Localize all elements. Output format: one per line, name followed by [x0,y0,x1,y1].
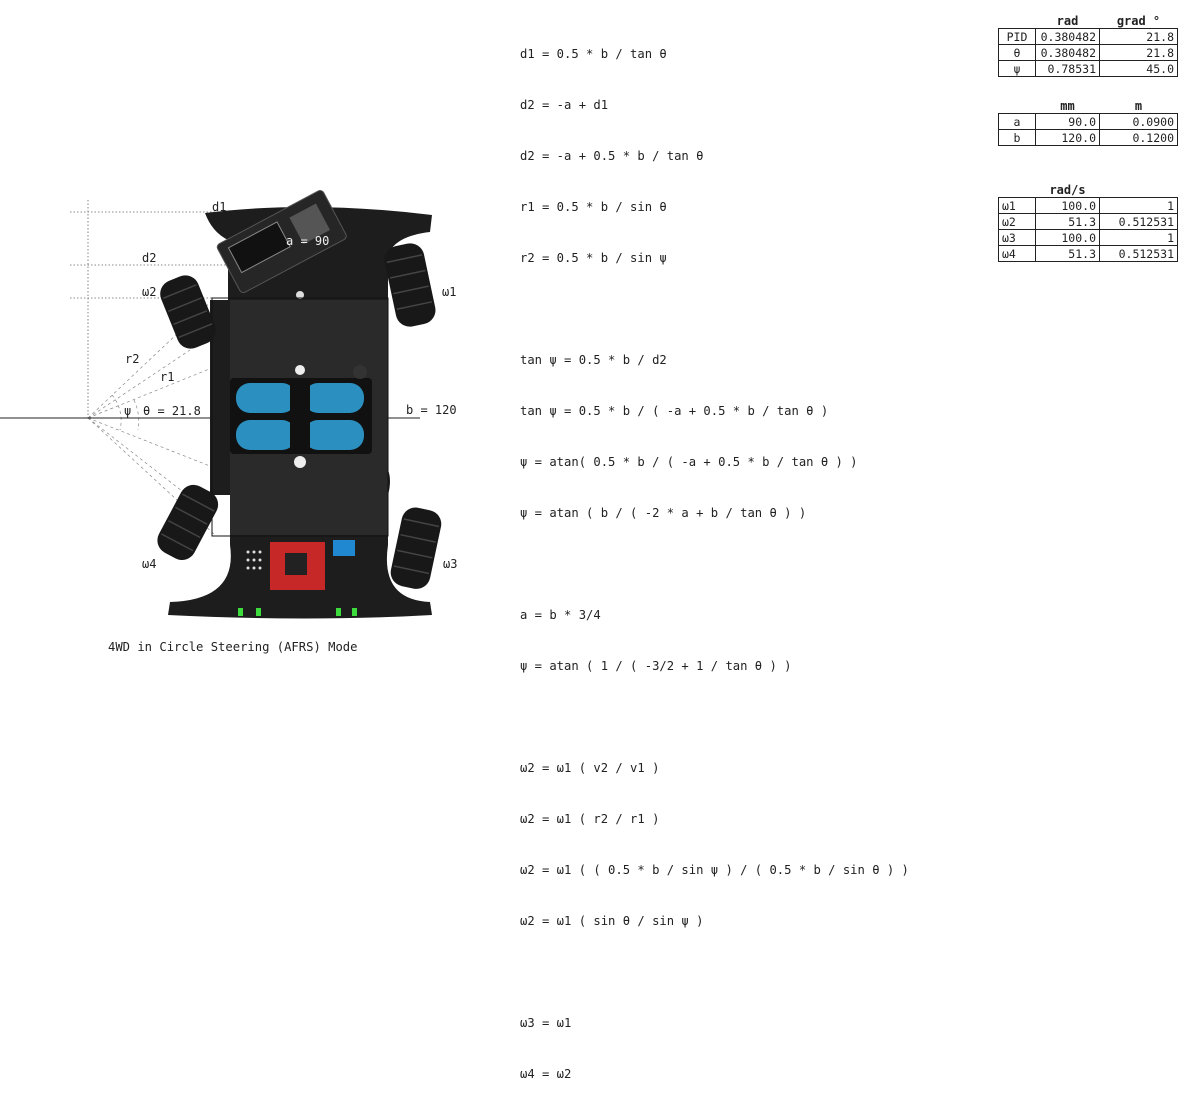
label-r1: r1 [160,370,175,384]
table-header [1100,182,1178,198]
formula-line: ω2 = ω1 ( r2 / r1 ) [520,812,660,826]
label-b: b = 120 [406,403,457,417]
table-row: ω4 51.3 0.512531 [998,245,1178,262]
wheel-w3 [390,507,442,589]
formula-line: tan ψ = 0.5 * b / ( -a + 0.5 * b / tan θ… [520,404,829,418]
table-row: ω2 51.3 0.512531 [998,213,1178,230]
label-psi: ψ [124,404,132,418]
table-row: ψ 0.78531 45.0 [998,60,1178,77]
formula-line: ω2 = ω1 ( sin θ / sin ψ ) [520,914,704,928]
formula-line [520,964,909,981]
angle-table: rad grad ° PID 0.380482 21.8 θ 0.380482 … [998,13,1178,77]
formula-line [520,709,909,726]
table-header [999,182,1036,198]
table-header: rad/s [1049,182,1086,197]
table-row: a 90.0 0.0900 [998,113,1178,130]
formula-line: ω2 = ω1 ( v2 / v1 ) [520,761,660,775]
formula-line [520,301,909,318]
formula-line: r2 = 0.5 * b / sin ψ [520,251,667,265]
guide-lines [70,200,300,418]
label-w4: ω4 [142,557,157,571]
table-row: θ 0.380482 21.8 [998,44,1178,61]
speed-table: rad/s ω1 100.0 1 ω2 51.3 0.512531 ω3 100… [998,182,1178,262]
formula-line: ψ = atan ( 1 / ( -3/2 + 1 / tan θ ) ) [520,659,792,673]
label-d2: d2 [142,251,157,265]
formula-line: d2 = -a + 0.5 * b / tan θ [520,149,704,163]
length-table: mm m a 90.0 0.0900 b 120.0 0.1200 [998,98,1178,146]
label-d1: d1 [212,200,227,214]
wheel-w1 [384,243,436,327]
wheel-w2 [160,275,216,349]
label-r2: r2 [125,352,140,366]
wheel-w4 [157,484,219,561]
formula-line: ω3 = ω1 [520,1016,572,1030]
label-theta: θ = 21.8 [143,404,201,418]
table-header: grad ° [1116,13,1161,28]
label-w2: ω2 [142,285,157,299]
table-header: m [1134,98,1143,113]
steering-diagram [0,190,442,619]
formula-line: r1 = 0.5 * b / sin θ [520,200,667,214]
table-row: b 120.0 0.1200 [998,129,1178,146]
label-w3: ω3 [443,557,458,571]
robot-chassis [168,190,432,619]
table-row: PID 0.380482 21.8 [998,28,1178,45]
formula-line: ω2 = ω1 ( ( 0.5 * b / sin ψ ) / ( 0.5 * … [520,863,909,877]
formula-line: a = b * 3/4 [520,608,601,622]
formula-line: ω4 = ω2 [520,1067,572,1081]
label-w1: ω1 [442,285,457,299]
table-row: ω1 100.0 1 [998,197,1178,214]
formula-line [520,556,909,573]
formula-block: d1 = 0.5 * b / tan θ d2 = -a + d1 d2 = -… [520,12,909,1100]
formula-line: ψ = atan ( b / ( -2 * a + b / tan θ ) ) [520,506,807,520]
table-header [999,98,1036,114]
table-header: mm [1060,98,1075,113]
formula-line: d1 = 0.5 * b / tan θ [520,47,667,61]
table-header: rad [1056,13,1079,28]
diagram-caption: 4WD in Circle Steering (AFRS) Mode [108,640,358,654]
table-header [999,13,1036,29]
formula-line: ψ = atan( 0.5 * b / ( -a + 0.5 * b / tan… [520,455,858,469]
label-a: a = 90 [286,234,330,248]
formula-line: tan ψ = 0.5 * b / d2 [520,353,667,367]
table-row: ω3 100.0 1 [998,229,1178,246]
formula-line: d2 = -a + d1 [520,98,609,112]
